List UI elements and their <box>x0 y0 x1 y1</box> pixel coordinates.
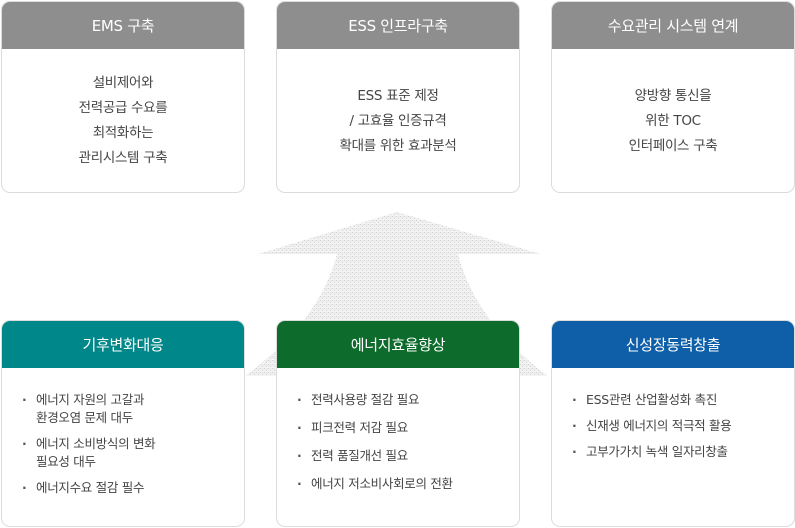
list-item: 전력사용량 절감 필요 <box>297 391 509 409</box>
card-ems: EMS 구축 설비제어와 전력공급 수요를 최적화하는 관리시스템 구축 <box>1 1 245 193</box>
card-growth-list: ESS관련 산업활성화 촉진 신재생 에너지의 적극적 활용 고부가가치 녹색 … <box>552 368 794 461</box>
card-ems-line: 관리시스템 구축 <box>78 150 168 166</box>
card-demand-line: 인터페이스 구축 <box>628 137 718 154</box>
list-item: 피크전력 저감 필요 <box>297 419 509 437</box>
card-ess: ESS 인프라구축 ESS 표준 제정 / 고효율 인증규격 확대를 위한 효과… <box>276 1 520 193</box>
card-growth-title: 신성장동력창출 <box>552 321 794 368</box>
card-climate-title: 기후변화대응 <box>2 321 244 368</box>
list-item-text: 피크전력 저감 필요 <box>311 420 408 435</box>
list-item-text: 전력사용량 절감 필요 <box>311 392 420 407</box>
list-item: 에너지 저소비사회로의 전환 <box>297 475 509 493</box>
card-ems-title: EMS 구축 <box>2 2 244 49</box>
card-efficiency: 에너지효율향상 전력사용량 절감 필요 피크전력 저감 필요 전력 품질개선 필… <box>276 320 520 527</box>
list-item-text: 신재생 에너지의 적극적 활용 <box>586 418 732 433</box>
card-demand-title: 수요관리 시스템 연계 <box>552 2 794 49</box>
card-demand: 수요관리 시스템 연계 양방향 통신을 위한 TOC 인터페이스 구축 <box>551 1 795 193</box>
list-item-text: 전력 품질개선 필요 <box>311 448 408 463</box>
card-ess-line: 확대를 위한 효과분석 <box>339 137 457 154</box>
card-demand-line: 양방향 통신을 <box>634 87 712 104</box>
list-item: 전력 품질개선 필요 <box>297 447 509 465</box>
list-item: 신재생 에너지의 적극적 활용 <box>572 417 784 435</box>
card-ess-body: ESS 표준 제정 / 고효율 인증규격 확대를 위한 효과분석 <box>277 49 519 192</box>
card-ems-line: 전력공급 수요를 <box>78 100 168 116</box>
card-ess-line: / 고효율 인증규격 <box>349 112 447 129</box>
card-growth: 신성장동력창출 ESS관련 산업활성화 촉진 신재생 에너지의 적극적 활용 고… <box>551 320 795 527</box>
card-ems-line: 설비제어와 <box>92 75 154 91</box>
list-item: 에너지수요 절감 필수 <box>22 479 234 497</box>
card-efficiency-list: 전력사용량 절감 필요 피크전력 저감 필요 전력 품질개선 필요 에너지 저소… <box>277 368 519 493</box>
list-item: ESS관련 산업활성화 촉진 <box>572 391 784 409</box>
card-demand-body: 양방향 통신을 위한 TOC 인터페이스 구축 <box>552 49 794 192</box>
list-item: 고부가가치 녹색 일자리창출 <box>572 443 784 461</box>
card-ess-title: ESS 인프라구축 <box>277 2 519 49</box>
card-demand-line: 위한 TOC <box>645 112 701 129</box>
card-ess-line: ESS 표준 제정 <box>357 87 439 104</box>
list-item-text: 에너지수요 절감 필수 <box>36 480 145 495</box>
list-item-text: 고부가가치 녹색 일자리창출 <box>586 444 728 459</box>
list-item-text: 에너지 저소비사회로의 전환 <box>311 476 453 491</box>
card-ems-line: 최적화하는 <box>92 125 154 141</box>
card-ems-body: 설비제어와 전력공급 수요를 최적화하는 관리시스템 구축 <box>2 49 244 192</box>
card-efficiency-title: 에너지효율향상 <box>277 321 519 368</box>
list-item-text: ESS관련 산업활성화 촉진 <box>586 392 718 407</box>
